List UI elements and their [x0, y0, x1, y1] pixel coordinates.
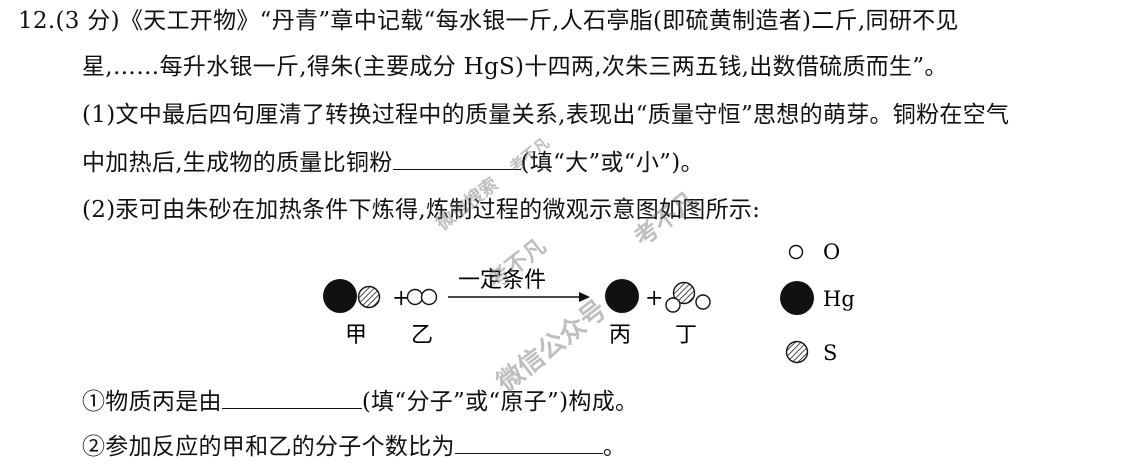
question-text-line-1: 《天工开物》“丹青”章中记载“每水银一斤,人石亭脂(即硫黄制造者)二斤,同研不见	[119, 8, 959, 34]
part1-text-line-1: (1)文中最后四句厘清了转换过程中的质量关系,表现出“质量守恒”思想的萌芽。铜粉…	[82, 102, 1010, 128]
question-line-2: 星,……每升水银一斤,得朱(主要成分 HgS)十四两,次朱三两五钱,出数借硫质而…	[82, 52, 948, 82]
part1-answer-blank[interactable]	[392, 147, 521, 170]
question-text-line-2: 星,……每升水银一斤,得朱(主要成分 HgS)十四两,次朱三两五钱,出数借硫质而…	[82, 54, 948, 80]
plus-sign-2: +	[645, 286, 663, 311]
molecule-jia-s-atom	[357, 285, 381, 309]
part1-text-after-blank: (填“大”或“小”)。	[520, 150, 704, 176]
molecule-jia	[323, 279, 381, 313]
molecule-ding-o-atom-1	[665, 297, 681, 313]
part1-line-1: (1)文中最后四句厘清了转换过程中的质量关系,表现出“质量守恒”思想的萌芽。铜粉…	[82, 100, 1009, 130]
legend: O Hg S	[780, 240, 855, 365]
reaction-arrow-head	[579, 292, 590, 302]
part1-text-before-blank: 中加热后,生成物的质量比铜粉	[82, 150, 393, 176]
molecule-yi	[406, 288, 438, 306]
question-number: 12.	[18, 8, 56, 34]
legend-sulfur-icon	[785, 340, 809, 364]
label-bing: 丙	[609, 323, 631, 348]
part2-q1-text-before-blank: ①物质丙是由	[82, 389, 222, 415]
molecule-ding	[665, 281, 711, 313]
part2-intro-line: (2)汞可由朱砂在加热条件下炼得,炼制过程的微观示意图如图所示:	[82, 195, 760, 225]
legend-mercury-icon	[780, 281, 814, 315]
plus-sign-1: +	[392, 286, 410, 311]
label-ding: 丁	[675, 323, 697, 348]
question-points: (3 分)	[55, 8, 120, 34]
legend-oxygen-label: O	[823, 240, 840, 264]
molecule-ding-o-atom-2	[695, 294, 711, 310]
legend-oxygen-icon	[788, 244, 804, 260]
part2-q2-answer-blank[interactable]	[454, 431, 603, 454]
molecule-yi-o-atom-2	[420, 288, 438, 306]
molecule-jia-hg-atom	[323, 279, 357, 313]
molecule-ding-s-atom	[672, 281, 696, 305]
part2-q2-text-after-blank: 。	[602, 434, 627, 460]
part1-line-2: 中加热后,生成物的质量比铜粉 (填“大”或“小”)。	[82, 147, 704, 178]
label-jia: 甲	[345, 323, 367, 348]
part2-q1-line: ①物质丙是由 (填“分子”或“原子”)构成。	[82, 386, 638, 417]
label-yi: 乙	[411, 323, 433, 348]
part2-q2-line: ②参加反应的甲和乙的分子个数比为 。	[82, 431, 626, 462]
molecule-bing-hg-atom	[605, 279, 639, 313]
part2-q2-text-before-blank: ②参加反应的甲和乙的分子个数比为	[82, 434, 455, 460]
part2-q1-text-after-blank: (填“分子”或“原子”)构成。	[361, 389, 639, 415]
part2-intro-text: (2)汞可由朱砂在加热条件下炼得,炼制过程的微观示意图如图所示:	[82, 197, 761, 223]
part2-q1-answer-blank[interactable]	[221, 386, 362, 409]
question-line-1: 12.(3 分)《天工开物》“丹青”章中记载“每水银一斤,人石亭脂(即硫黄制造者…	[18, 6, 959, 36]
legend-mercury-label: Hg	[823, 287, 855, 311]
reaction-condition-label: 一定条件	[458, 268, 546, 293]
molecule-yi-o-atom-1	[406, 288, 424, 306]
legend-sulfur-label: S	[823, 341, 837, 365]
